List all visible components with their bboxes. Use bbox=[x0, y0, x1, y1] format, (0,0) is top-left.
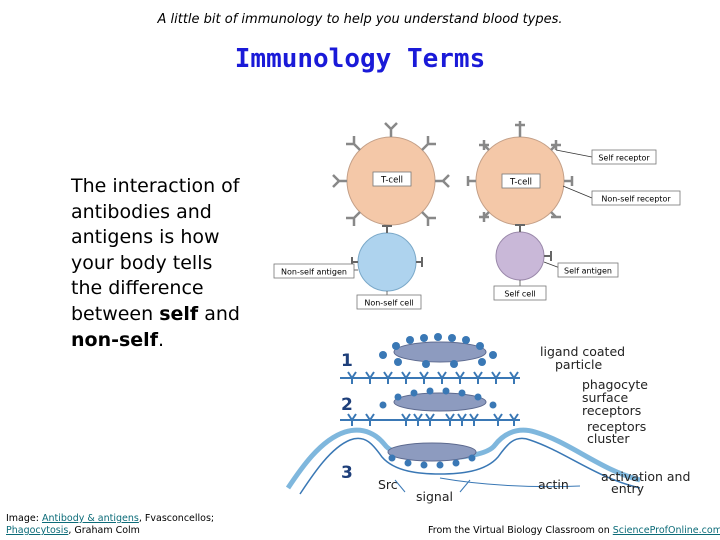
step-1-number: 1 bbox=[341, 351, 353, 371]
receptors-1 bbox=[347, 371, 519, 384]
cluster-label-1: receptors bbox=[587, 419, 646, 434]
phagocytosis-link[interactable]: Phagocytosis bbox=[6, 525, 69, 536]
self-antigens bbox=[515, 224, 552, 261]
image-credit-prefix: Image: bbox=[6, 513, 42, 524]
signal-arrows bbox=[394, 477, 581, 493]
ligand-dots-1 bbox=[379, 333, 497, 368]
receptors-label-3: receptors bbox=[582, 403, 641, 418]
right-t-cell-label: T-cell bbox=[509, 178, 532, 188]
receptors-label-1: phagocyte bbox=[582, 377, 648, 392]
image-credit-author2: , Graham Colm bbox=[68, 525, 140, 536]
self-antigen-label: Self antigen bbox=[564, 267, 612, 276]
slide-subtitle: A little bit of immunology to help you u… bbox=[157, 12, 563, 27]
ligand-particle-1 bbox=[393, 341, 487, 363]
non-self-cell-label: Non-self cell bbox=[364, 299, 413, 308]
left-t-cell-receptors bbox=[332, 122, 450, 226]
body-text-self: self bbox=[159, 302, 199, 325]
ligand-label-2: particle bbox=[555, 357, 602, 372]
receptors-label-2: surface bbox=[582, 390, 629, 405]
scienceprofonline-link[interactable]: ScienceProfOnline.com bbox=[612, 525, 720, 536]
step-2-number: 2 bbox=[341, 395, 353, 415]
activation-label-1: activation and bbox=[601, 469, 690, 484]
receptors-2 bbox=[347, 413, 519, 426]
src-label: Src bbox=[378, 477, 398, 492]
self-receptor-label: Self receptor bbox=[598, 154, 650, 163]
membrane-3-inner bbox=[299, 437, 641, 495]
body-text-part3: . bbox=[157, 328, 165, 351]
non-self-antigen-label: Non-self antigen bbox=[281, 268, 347, 277]
image-credit-author1: , Fvasconcellos; bbox=[138, 513, 215, 524]
ligand-dots-2 bbox=[379, 387, 497, 409]
antibody-antigens-link[interactable]: Antibody & antigens bbox=[41, 513, 139, 524]
source-credit: From the Virtual Biology Classroom on Sc… bbox=[428, 525, 720, 536]
signal-label: signal bbox=[416, 489, 453, 504]
actin-label: actin bbox=[538, 477, 569, 492]
activation-label-2: entry bbox=[611, 481, 645, 496]
ligand-label-1: ligand coated bbox=[540, 344, 625, 359]
self-cell-label: Self cell bbox=[504, 290, 535, 299]
right-t-cell-receptors bbox=[466, 121, 574, 222]
ligand-particle-2 bbox=[393, 392, 487, 412]
body-text-non-self: non-self bbox=[71, 328, 158, 351]
left-t-cell-label: T-cell bbox=[380, 176, 403, 186]
source-prefix: From the Virtual Biology Classroom on bbox=[428, 525, 613, 536]
ligand-dots-3 bbox=[388, 454, 476, 469]
body-text-part1: The interaction of antibodies and antige… bbox=[71, 175, 240, 325]
cluster-label-2: cluster bbox=[587, 431, 630, 446]
non-self-receptor-label: Non-self receptor bbox=[601, 195, 671, 204]
body-text: The interaction of antibodies and antige… bbox=[71, 174, 246, 353]
step-3-number: 3 bbox=[341, 463, 353, 483]
slide-title: Immunology Terms bbox=[234, 44, 486, 74]
ligand-particle-3 bbox=[387, 442, 477, 462]
image-credit: Image: Antibody & antigens, Fvasconcello… bbox=[6, 513, 214, 537]
body-text-part2: and bbox=[198, 302, 240, 325]
